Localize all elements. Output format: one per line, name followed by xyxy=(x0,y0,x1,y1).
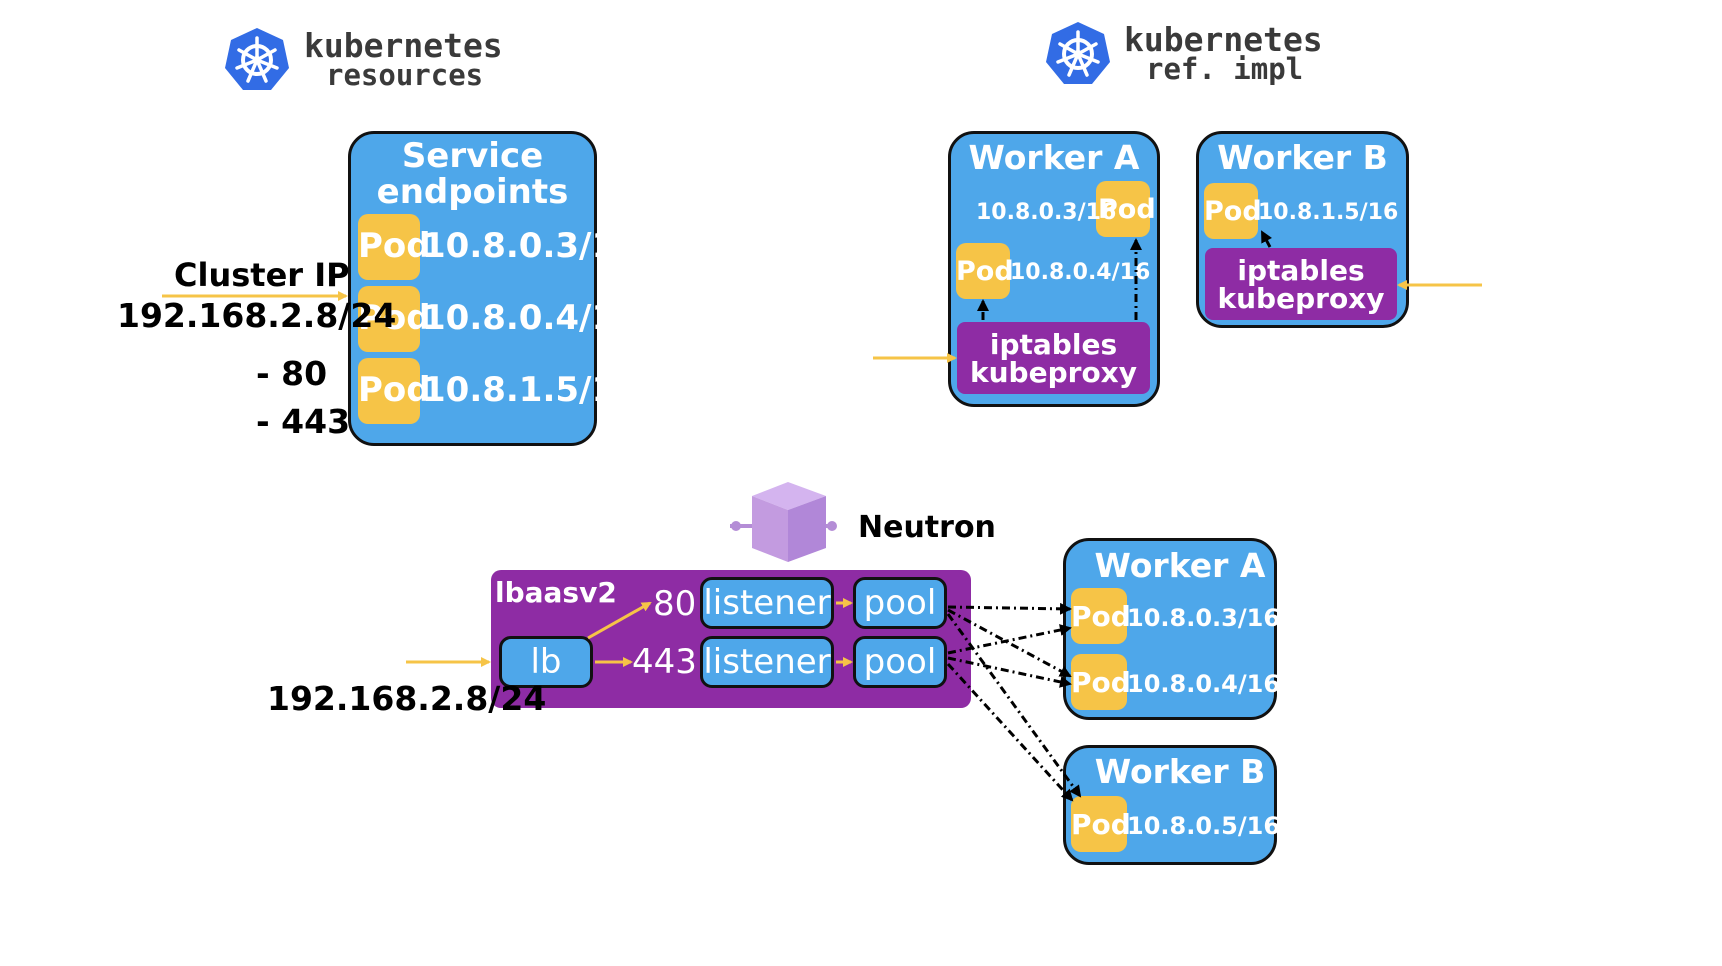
pod-chip xyxy=(358,214,420,280)
pool-443: pool xyxy=(853,636,947,688)
neutron-worker-b-title: Worker B xyxy=(1094,752,1266,791)
pod-ip: 10.8.0.3/16 xyxy=(1127,604,1281,632)
port-443: - 443 xyxy=(256,402,351,441)
pod-label: Pod xyxy=(358,226,431,266)
kubeproxy-label: kubeproxy xyxy=(1217,282,1385,315)
neutron-worker-a-title: Worker A xyxy=(1094,546,1266,585)
pod-ip: 10.8.1.5/16 xyxy=(1258,200,1399,225)
service-subtitle: endpoints xyxy=(376,172,569,212)
pod-ip: 10.8.1.5/16 xyxy=(422,370,639,410)
port-80: - 80 xyxy=(256,354,328,393)
pod-label: Pod xyxy=(956,256,1014,287)
logo-title: kubernetes xyxy=(304,26,503,65)
pod-ip: 10.8.0.4/16 xyxy=(1127,670,1281,698)
pod-label: Pod xyxy=(358,370,431,410)
kubernetes-icon xyxy=(225,28,289,90)
ref-worker-b-title: Worker B xyxy=(1217,138,1388,177)
lbaasv2-label: lbaasv2 xyxy=(495,576,617,609)
pod-chip xyxy=(1096,181,1150,237)
pod-label: Pod xyxy=(358,298,431,338)
neutron-label: Neutron xyxy=(858,510,996,545)
pod-ip: 10.8.0.3/16 xyxy=(422,226,639,266)
cluster-ip-label: Cluster IP xyxy=(174,256,350,294)
listener-443: listener xyxy=(700,636,834,688)
logo-subtitle: resources xyxy=(326,58,484,92)
pod-ip: 10.8.0.4/16 xyxy=(422,298,639,338)
port-80-label: 80 xyxy=(653,584,697,624)
lb-node: lb xyxy=(499,636,593,688)
pod-chip xyxy=(1204,183,1258,239)
pool-80: pool xyxy=(853,577,947,629)
pod-ip: 10.8.0.3/16 xyxy=(976,200,1117,225)
pod-label: Pod xyxy=(1098,194,1156,225)
kubernetes-icon xyxy=(1046,22,1110,84)
neutron-cube-icon xyxy=(730,482,837,562)
pod-chip xyxy=(956,243,1010,299)
cluster-ip-value: 192.168.2.8/24 xyxy=(117,296,397,335)
iptables-label: iptables xyxy=(1237,254,1365,287)
pod-label: Pod xyxy=(1204,196,1262,227)
kubeproxy-label: kubeproxy xyxy=(970,356,1137,389)
logo-title: kubernetes xyxy=(1124,20,1323,59)
pod-chip xyxy=(358,358,420,424)
iptables-label: iptables xyxy=(989,328,1118,361)
ref-worker-a-title: Worker A xyxy=(968,138,1140,177)
pod-label: Pod xyxy=(1071,808,1131,841)
pod-ip: 10.8.0.4/16 xyxy=(1010,260,1151,285)
iptables-kubeproxy xyxy=(1205,248,1397,320)
listener-80: listener xyxy=(700,577,834,629)
pod-chip xyxy=(1071,796,1127,852)
pod-label: Pod xyxy=(1071,666,1131,699)
logo-subtitle: ref. impl xyxy=(1146,52,1304,86)
vip-address: 192.168.2.8/24 xyxy=(267,679,547,718)
iptables-kubeproxy xyxy=(957,322,1150,394)
pod-ip: 10.8.0.5/16 xyxy=(1127,812,1281,840)
service-title: Service xyxy=(401,136,544,176)
port-443-label: 443 xyxy=(632,642,697,682)
pod-label: Pod xyxy=(1071,600,1131,633)
pod-chip xyxy=(358,286,420,352)
